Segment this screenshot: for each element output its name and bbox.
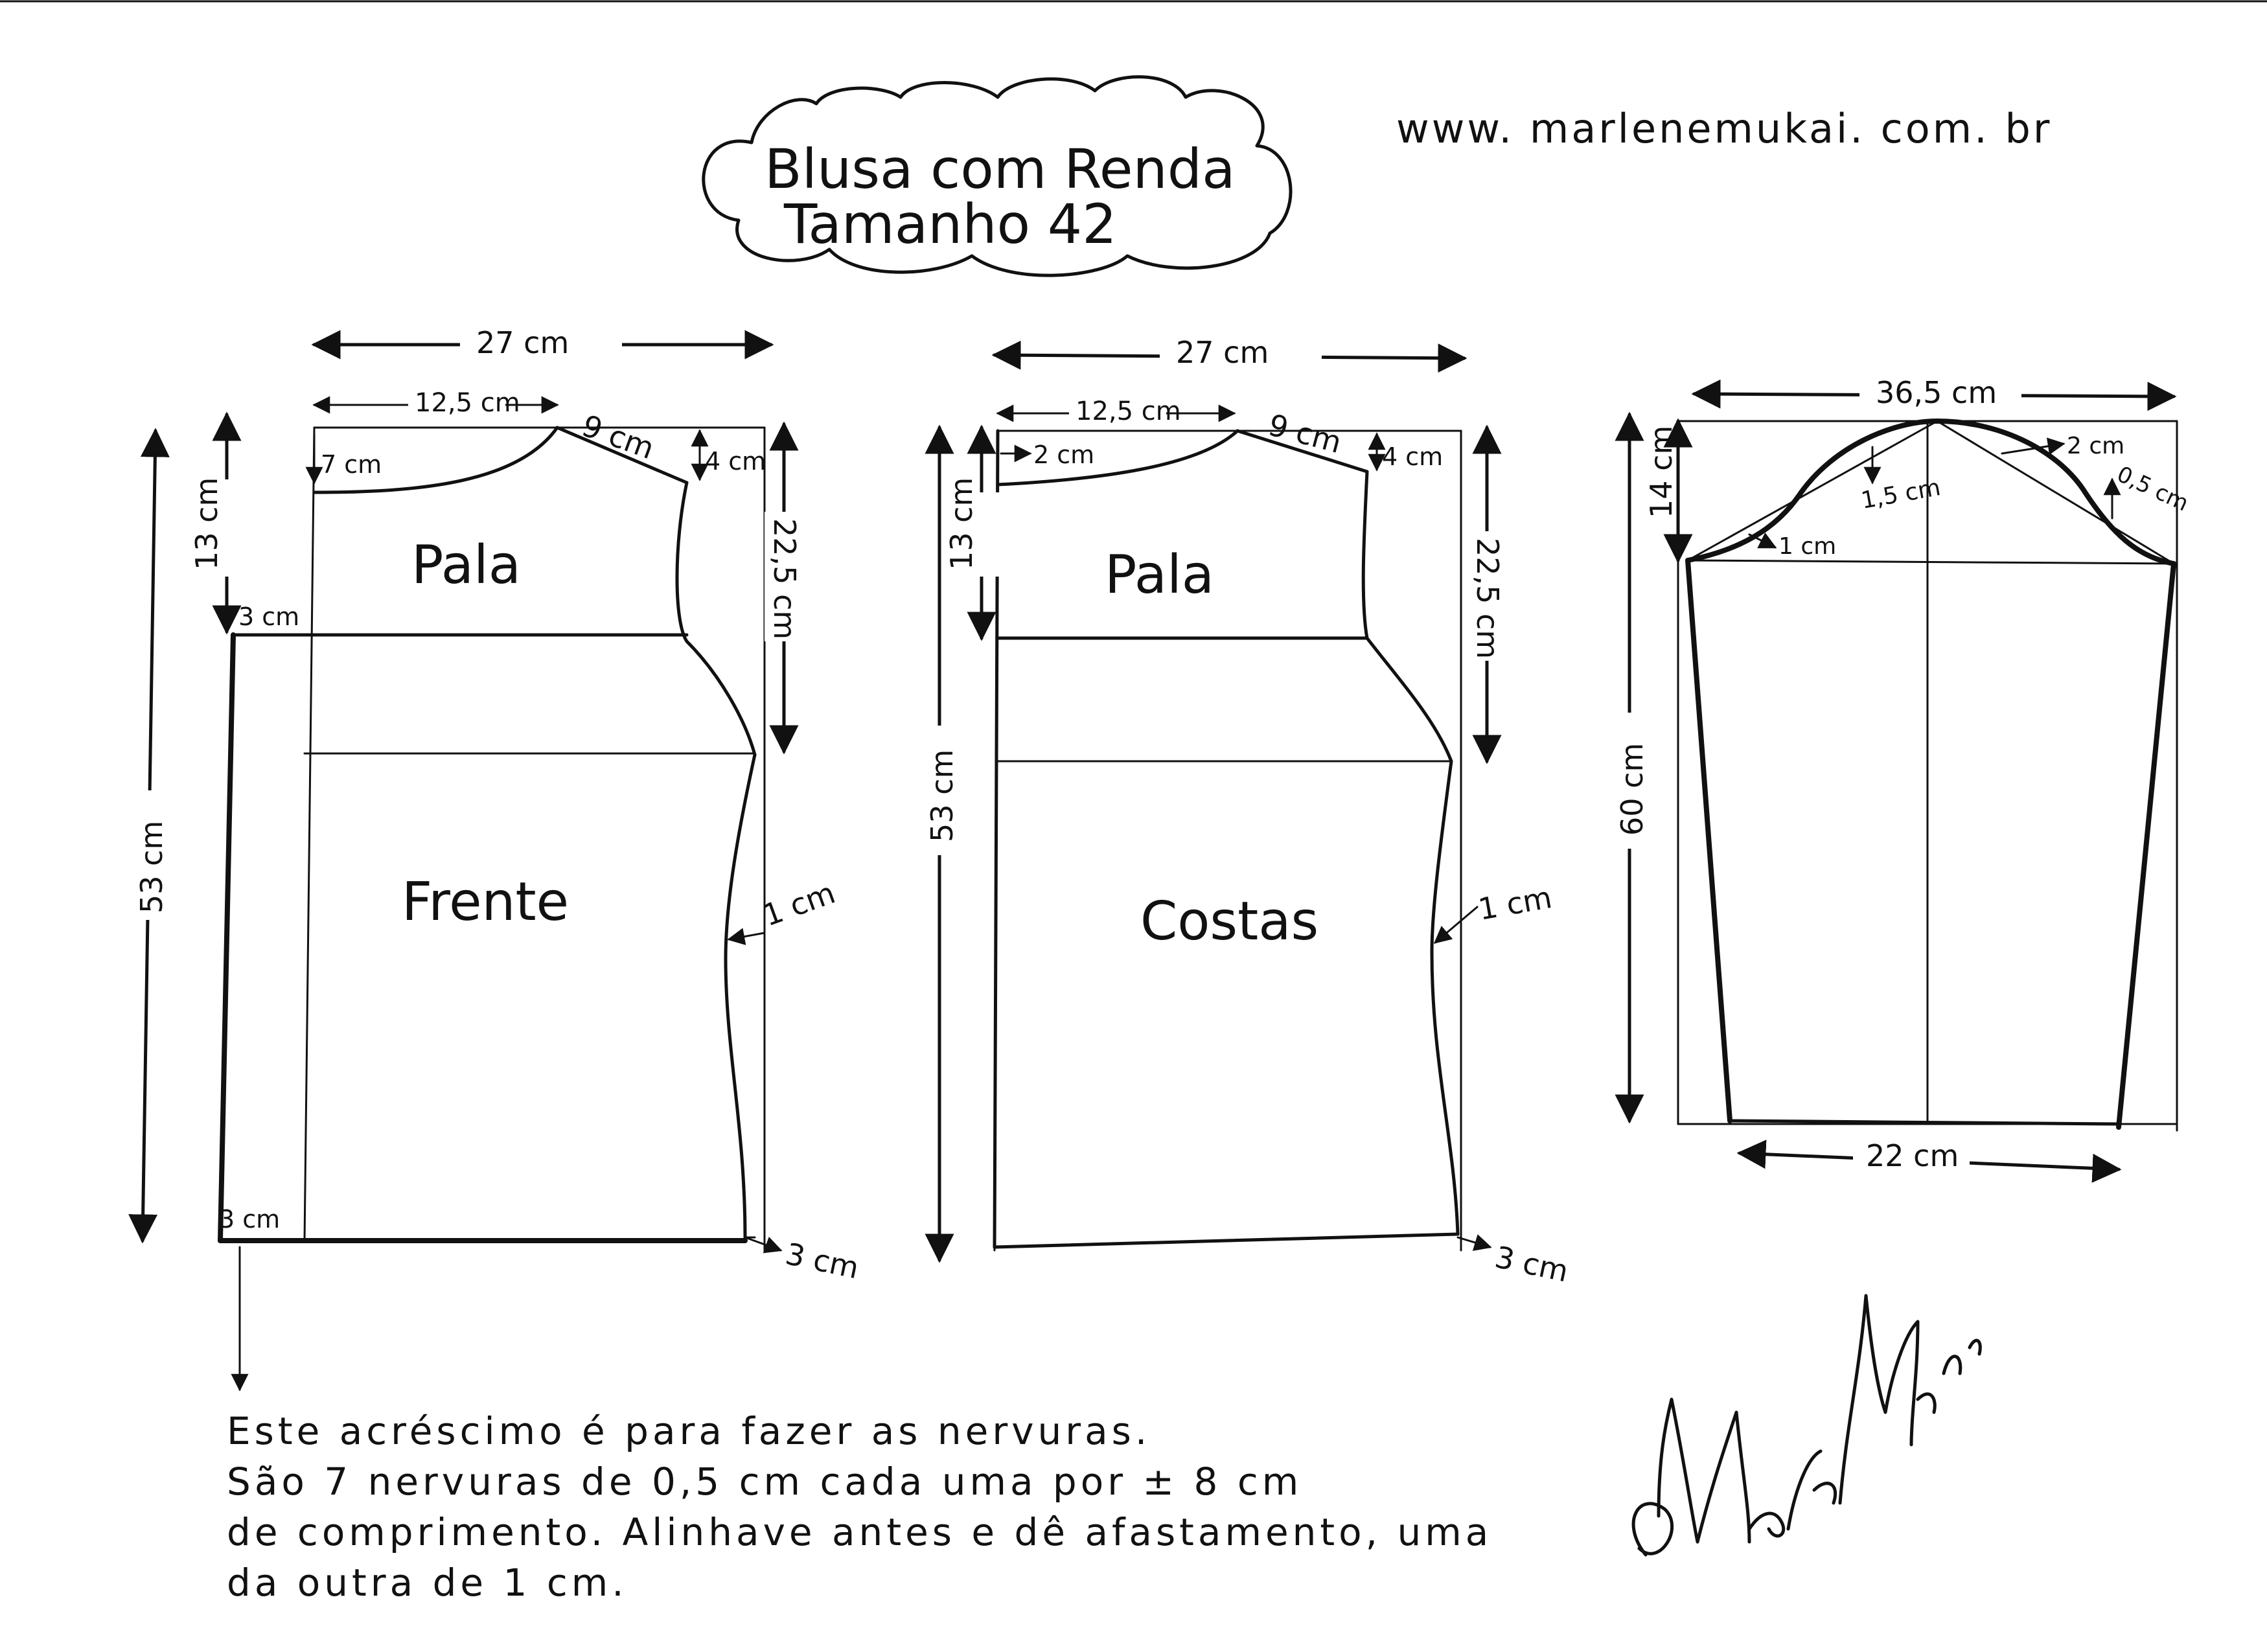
sleeve-length-label: 60 cm (1615, 743, 1650, 836)
back-yoke-depth-label: 13 cm (944, 477, 979, 570)
back-hem-add-label: 3 cm (1492, 1239, 1572, 1289)
back-shoulder-drop-label: 4 cm (1382, 442, 1443, 471)
sleeve-curve-low-label: 1 cm (1778, 533, 1836, 560)
front-pleat-bottom-label: 3 cm (219, 1205, 280, 1233)
note-line-2: São 7 nervuras de 0,5 cm cada uma por ± … (227, 1460, 1303, 1504)
note-line-3: de comprimento. Alinhave antes e dê afas… (227, 1510, 1493, 1554)
front-pleat-top-label: 3 cm (238, 602, 299, 631)
front-width-label: 27 cm (476, 325, 569, 360)
sleeve-curve-out-lower-label: 0,5 cm (2113, 461, 2192, 517)
front-yoke-label: Pala (411, 534, 521, 596)
pleat-note: Este acréscimo é para fazer as nervuras.… (227, 1406, 1493, 1608)
note-line-4: da outra de 1 cm. (227, 1561, 628, 1605)
title-cloud: Blusa com Renda Tamanho 42 (702, 75, 1293, 277)
front-pattern: 27 cm 12,5 cm 9 cm 7 cm 4 cm (123, 321, 862, 1392)
front-shoulder-label: 9 cm (577, 408, 659, 466)
back-length-label: 53 cm (925, 750, 960, 842)
back-armhole-depth-label: 22,5 cm (1470, 538, 1505, 659)
front-yoke-depth-label: 13 cm (189, 477, 224, 570)
back-neck-drop-label: 2 cm (1033, 441, 1094, 469)
title-line-1: Blusa com Renda (765, 137, 1236, 201)
back-waist-label: 1 cm (1476, 880, 1555, 927)
back-yoke-label: Pala (1105, 544, 1214, 606)
back-neck-width-label: 12,5 cm (1076, 396, 1181, 426)
sleeve-pattern: 36,5 cm 14 cm 60 cm 22 cm 1,5 cm (1610, 369, 2192, 1183)
sleeve-cap-height-label: 14 cm (1644, 426, 1679, 518)
title-line-2: Tamanho 42 (783, 192, 1117, 256)
note-line-1: Este acréscimo é para fazer as nervuras. (227, 1409, 1151, 1453)
back-width-label: 27 cm (1176, 335, 1269, 370)
sleeve-cuff-label: 22 cm (1866, 1138, 1959, 1173)
front-armhole-depth-label: 22,5 cm (767, 518, 802, 639)
front-shoulder-drop-label: 4 cm (705, 447, 766, 476)
front-hem-add-label: 3 cm (783, 1236, 862, 1286)
front-length-label: 53 cm (134, 821, 169, 913)
front-piece-label: Frente (402, 871, 569, 933)
front-neck-width-label: 12,5 cm (415, 388, 520, 418)
signature (1631, 1294, 1982, 1557)
website-text: www. marlenemukai. com. br (1396, 105, 2052, 152)
back-piece-label: Costas (1140, 891, 1318, 952)
front-waist-label: 1 cm (758, 875, 840, 934)
back-pattern: 27 cm 12,5 cm 9 cm 2 cm 4 cm 22,5 cm (920, 330, 1571, 1289)
front-neck-drop-label: 7 cm (321, 450, 382, 479)
sleeve-width-label: 36,5 cm (1876, 375, 1997, 410)
sleeve-curve-out-upper-label: 2 cm (2067, 433, 2124, 459)
